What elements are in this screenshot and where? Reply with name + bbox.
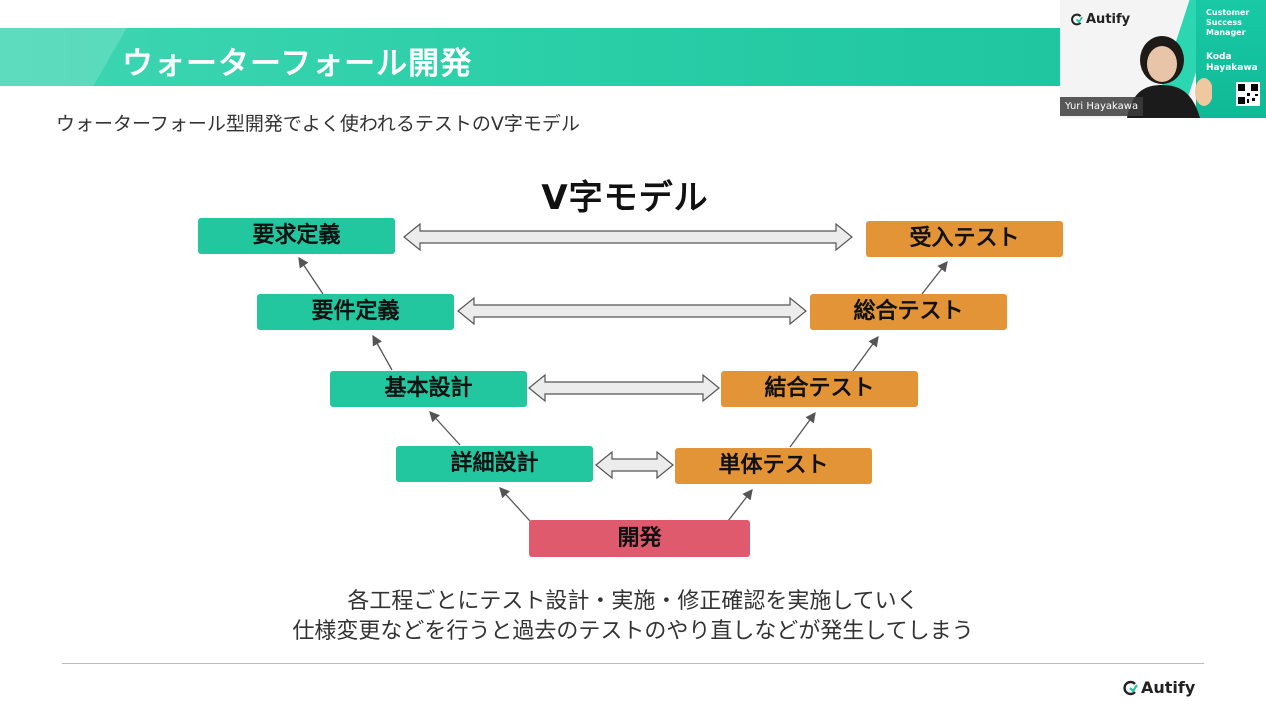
box-requirements-definition: 要件定義 [257,294,454,330]
caption-line-1: 各工程ごとにテスト設計・実施・修正確認を実施していく [347,589,919,614]
arrow-unit-to-integration [789,411,816,448]
box-unit-test: 単体テスト [675,448,872,484]
diagram-title-text: V字モデル [541,178,709,218]
header-band [0,28,1060,86]
box-system-test: 総合テスト [810,294,1007,330]
footer-logo: Autify [1122,678,1195,697]
box-acceptance-test: 受入テスト [866,221,1063,257]
footer-logo-text: Autify [1141,678,1196,697]
arrow-dev-to-unit [727,488,753,522]
double-arrow-basic-integration [528,373,720,403]
speaker-role: Customer Success Manager [1206,8,1250,37]
arrow-integration-to-system [852,335,879,372]
double-arrow-detail-unit [595,450,674,480]
participant-name-label: Yuri Hayakawa [1060,97,1144,116]
arrow-basic-to-requirements [372,334,393,371]
video-logo-text: Autify [1086,12,1131,27]
double-arrow-requirements-system [457,296,807,326]
box-requirements-demand: 要求定義 [198,218,395,254]
box-detailed-design: 詳細設計 [396,446,593,482]
arrow-detail-to-basic [429,411,461,446]
double-arrow-demand-acceptance [403,222,853,252]
qr-code-icon [1236,82,1260,106]
video-logo: Autify [1070,12,1130,27]
box-development: 開発 [529,520,750,557]
participant-avatar [1127,36,1212,118]
autify-logo-icon [1071,13,1083,26]
slide-title: ウォーターフォール開発 [122,46,473,82]
caption-line-2: 仕様変更などを行うと過去のテストのやり直しなどが発生してしまう [292,619,974,644]
arrow-dev-to-detail [499,487,531,522]
slide-subtitle: ウォーターフォール型開発でよく使われるテストのV字モデル [56,113,580,135]
participant-video-tile[interactable]: Autify Customer Success Manager Koda Hay… [1060,0,1266,118]
diagram-title: V字モデル [0,170,1266,219]
arrow-requirements-to-demand [298,256,324,295]
speaker-name: Koda Hayakawa [1206,52,1258,73]
box-integration-test: 結合テスト [721,371,918,407]
autify-logo-icon [1123,680,1138,695]
footer-divider [62,663,1204,664]
arrow-system-to-acceptance [921,260,948,295]
box-basic-design: 基本設計 [330,371,527,407]
